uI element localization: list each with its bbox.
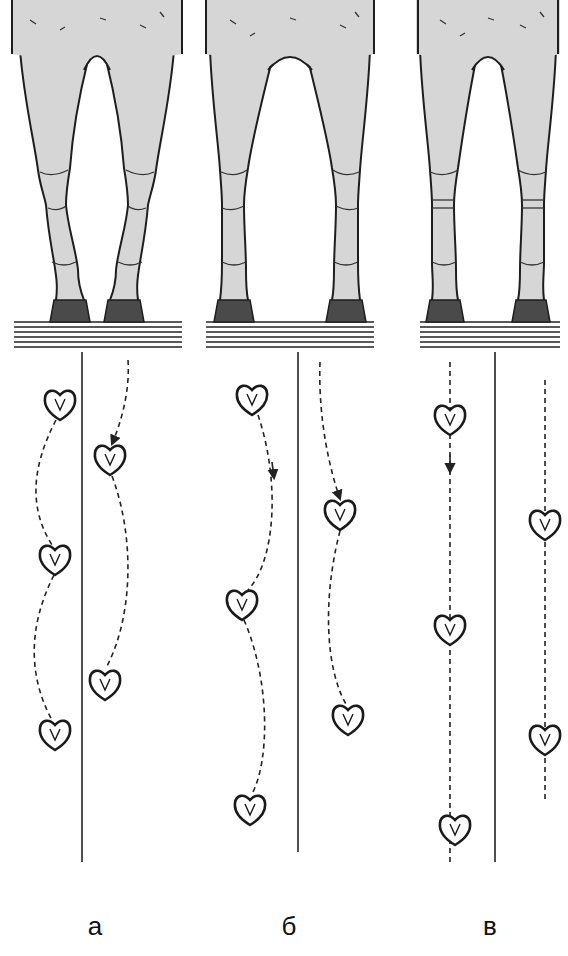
horse-legs xyxy=(20,50,556,320)
shading-marks xyxy=(30,12,546,265)
hoof xyxy=(50,300,550,322)
leg xyxy=(308,50,370,320)
panel-letter: б xyxy=(282,912,297,941)
leg xyxy=(20,50,88,320)
hoof-path xyxy=(34,360,545,866)
panel-letter: в xyxy=(483,912,497,941)
leg xyxy=(500,50,556,320)
center-line xyxy=(82,352,495,862)
panel-letter: а xyxy=(88,912,102,941)
leg xyxy=(210,50,272,320)
direction-arrow xyxy=(272,455,450,478)
leg xyxy=(106,50,174,320)
hoof-print xyxy=(40,386,560,845)
horse-chest xyxy=(12,0,560,70)
platform xyxy=(14,322,560,347)
leg xyxy=(420,50,476,320)
